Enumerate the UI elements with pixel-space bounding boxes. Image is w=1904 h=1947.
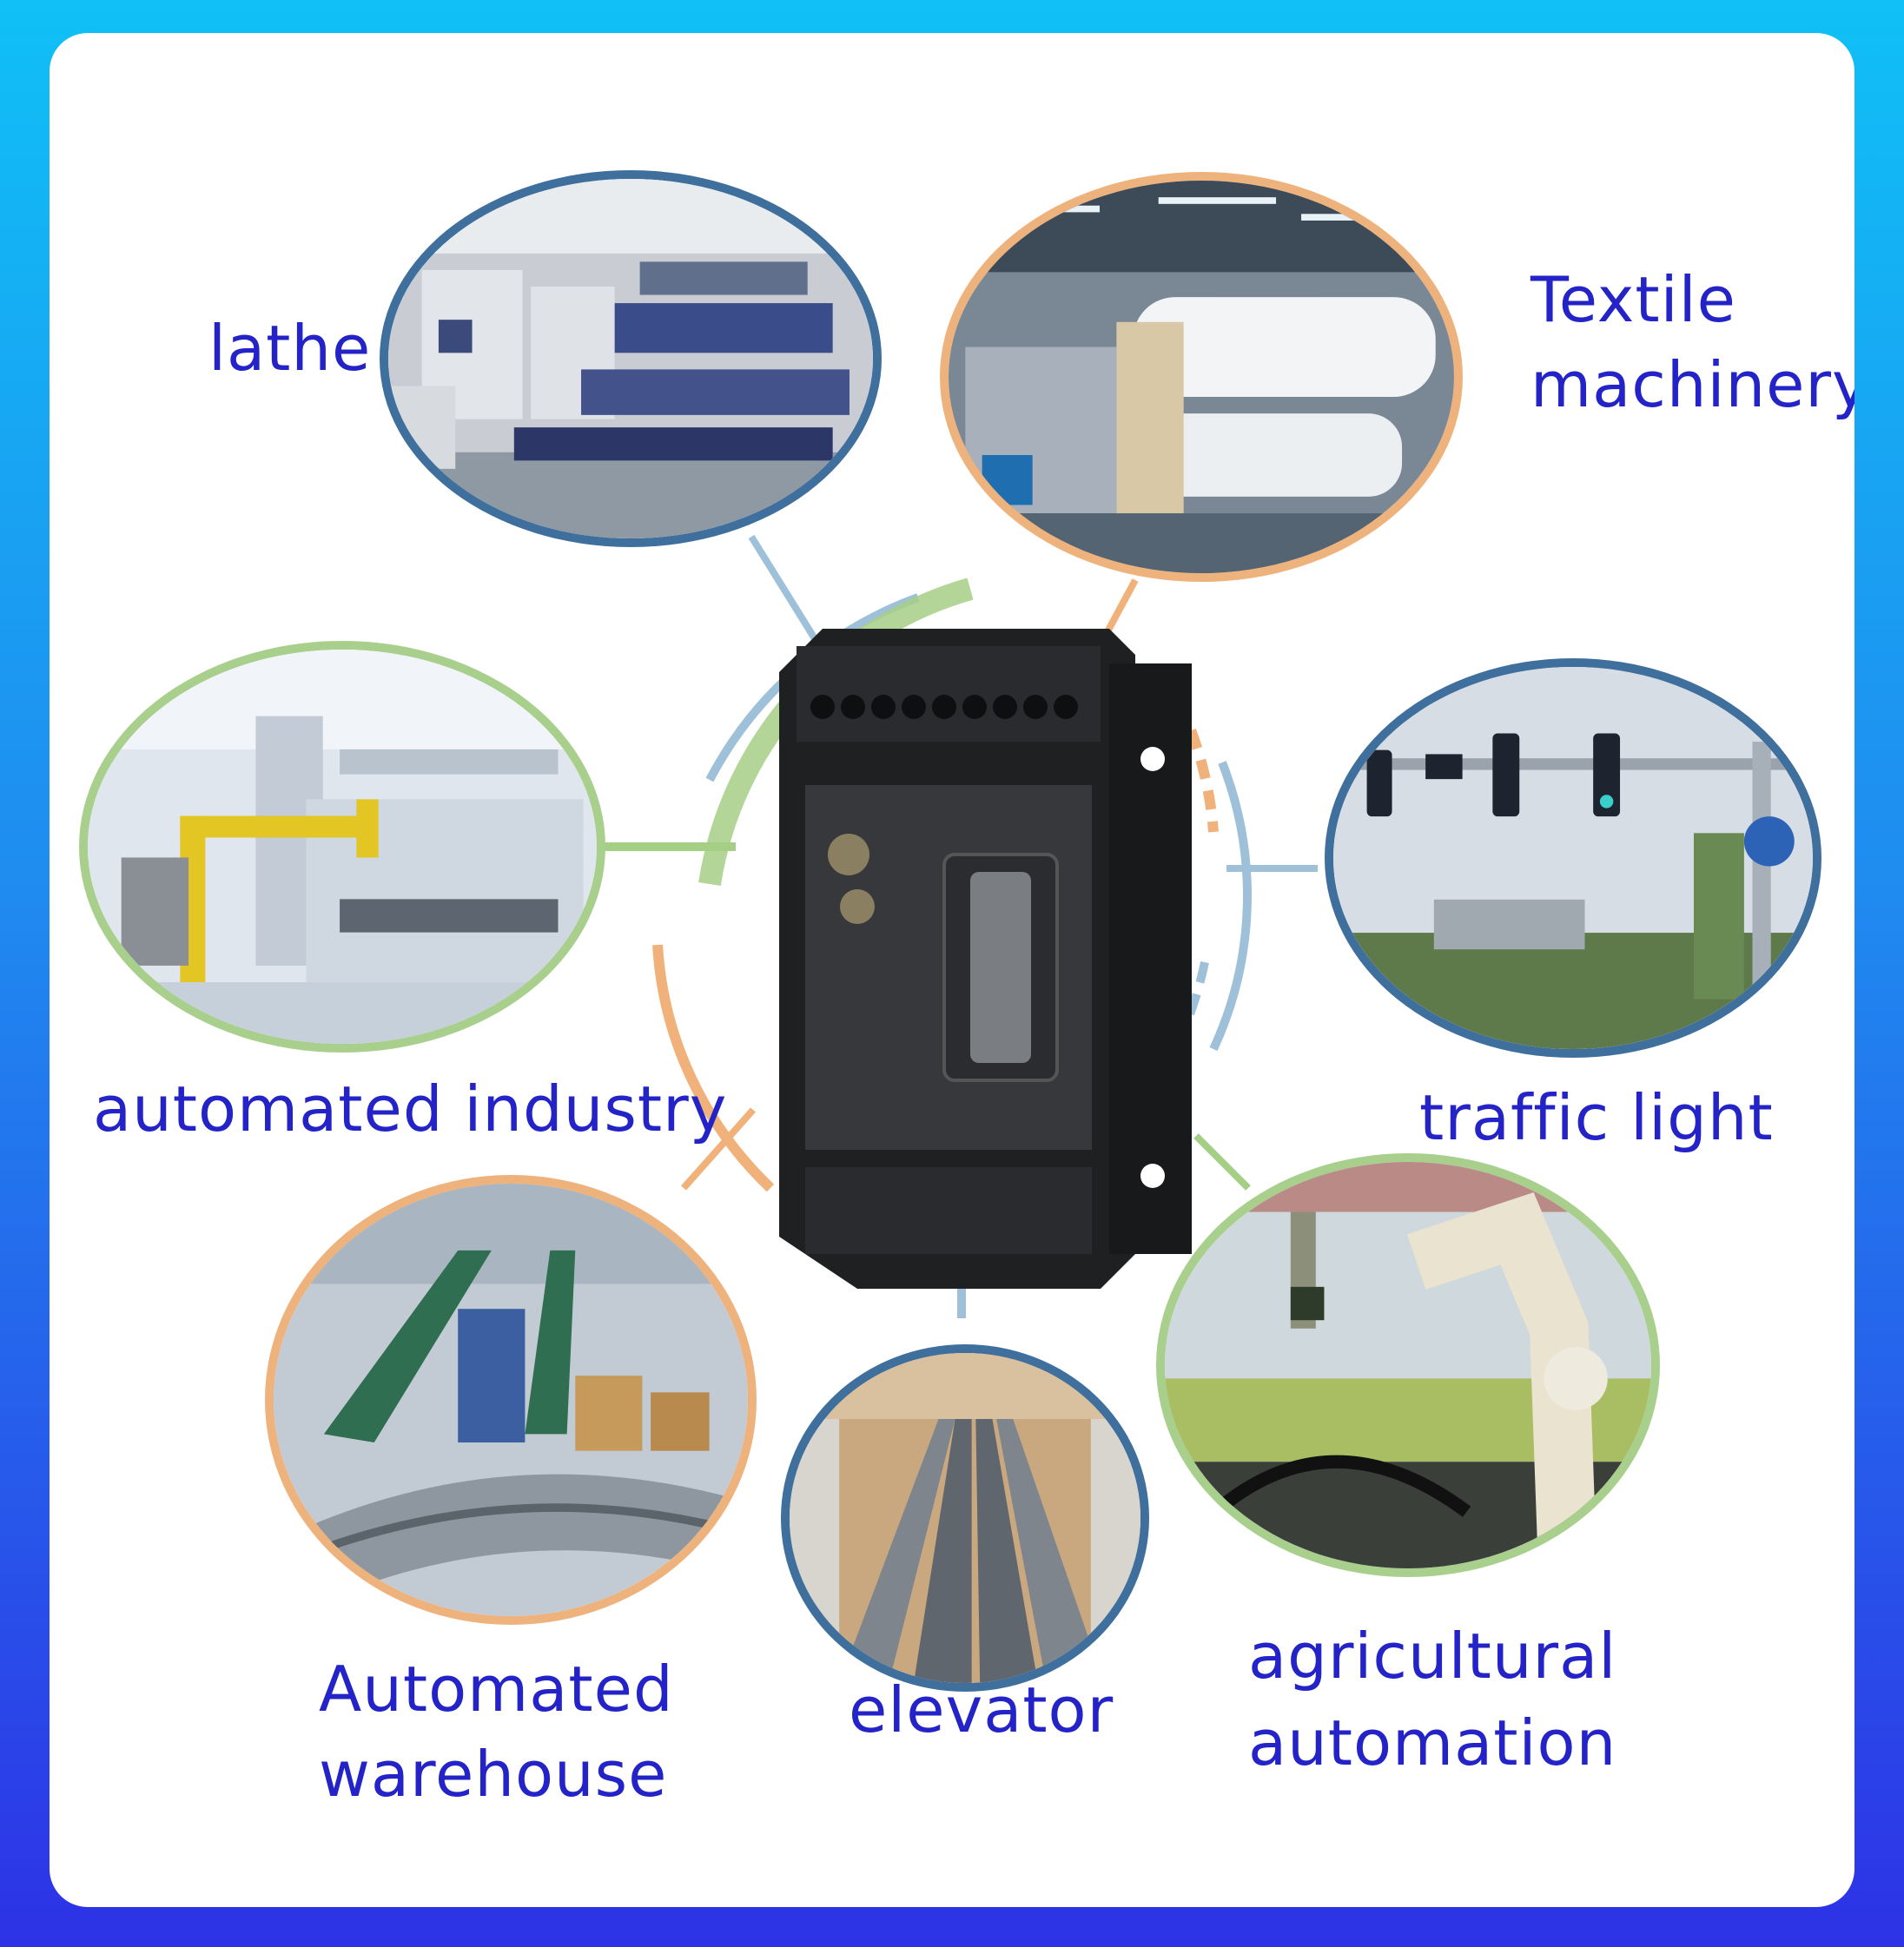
warehouse-photo-bubble: [265, 1175, 757, 1625]
label-lathe: lathe: [208, 312, 372, 385]
agriculture-photo-bubble: [1156, 1153, 1660, 1577]
robot-arm-assembly-photo-icon: [88, 650, 597, 1044]
traffic-light-photo-icon: [1333, 667, 1813, 1049]
factory-floor-photo-icon: [388, 179, 873, 538]
elevator-photo-bubble: [781, 1344, 1149, 1692]
escalator-photo-icon: [790, 1353, 1140, 1683]
label-textile-line1: Textile: [1530, 263, 1736, 336]
conveyor-belt-photo-icon: [274, 1184, 748, 1616]
textile-loom-photo-icon: [949, 181, 1454, 573]
traffic-light-photo-bubble: [1325, 658, 1821, 1058]
label-warehouse-line1: Automated: [319, 1653, 674, 1726]
label-automated-industry: automated industry: [93, 1072, 728, 1145]
plc-controller-icon: [727, 594, 1213, 1289]
greenhouse-robot-photo-icon: [1165, 1162, 1651, 1568]
label-textile-line2: machinery: [1530, 348, 1854, 421]
content-card: lathe Textile machinery automated indust…: [50, 33, 1854, 1907]
label-elevator: elevator: [849, 1673, 1114, 1746]
label-agri-line1: agricultural: [1248, 1620, 1617, 1693]
label-warehouse-line2: warehouse: [319, 1738, 668, 1811]
label-traffic-light: traffic light: [1419, 1081, 1774, 1154]
textile-photo-bubble: [940, 172, 1463, 582]
lathe-photo-bubble: [380, 170, 882, 547]
label-agri-line2: automation: [1248, 1706, 1617, 1779]
automated-industry-photo-bubble: [79, 641, 605, 1053]
